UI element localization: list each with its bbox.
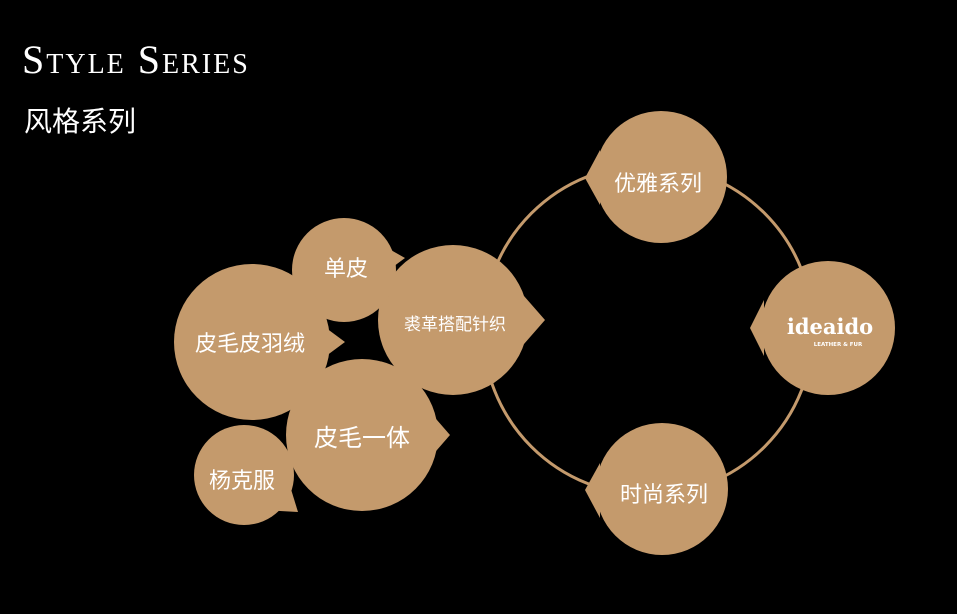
logo-text: ideaido [787,314,873,339]
series-node-elegant[interactable]: 优雅系列 [585,111,727,243]
hub-pointer [750,300,764,356]
sub-bubble [194,425,294,525]
series-label: 时尚系列 [620,483,708,508]
series-bubble [378,245,528,395]
series-pointer [585,150,600,205]
series-label: 优雅系列 [614,172,702,197]
series-label: 裘革搭配针织 [404,315,506,335]
sub-bubble [286,359,438,511]
sub-node-single-leather[interactable]: 单皮 [292,218,405,322]
sub-label: 皮毛皮羽绒 [195,332,305,357]
sub-node-fur-integrated[interactable]: 皮毛一体 [286,359,450,511]
sub-bubble [292,218,396,322]
series-bubble [596,423,728,555]
sub-label: 单皮 [324,257,368,282]
logo-tagline: LEATHER & FUR [814,342,863,348]
series-bubble [595,111,727,243]
page-title-en: Style Series [22,37,250,82]
sub-bubble [174,264,330,420]
page-title-cn: 风格系列 [24,105,137,138]
series-node-fashion[interactable]: 时尚系列 [585,423,728,555]
hub-bubble [761,261,895,395]
sub-pointer [430,412,450,458]
series-node-leather-knit[interactable]: 裘革搭配针织 [378,245,545,395]
sub-node-yangke[interactable]: 杨克服 [194,425,298,525]
hub-node[interactable]: ideaido LEATHER & FUR [750,261,895,395]
sub-label: 皮毛一体 [314,424,410,452]
sub-node-fur-down[interactable]: 皮毛皮羽绒 [174,264,345,420]
sub-label: 杨克服 [209,469,275,494]
sub-pointer [382,245,405,275]
sub-pointer [262,486,298,512]
series-pointer [585,463,600,518]
series-pointer [524,296,545,344]
sub-pointer [318,322,345,362]
